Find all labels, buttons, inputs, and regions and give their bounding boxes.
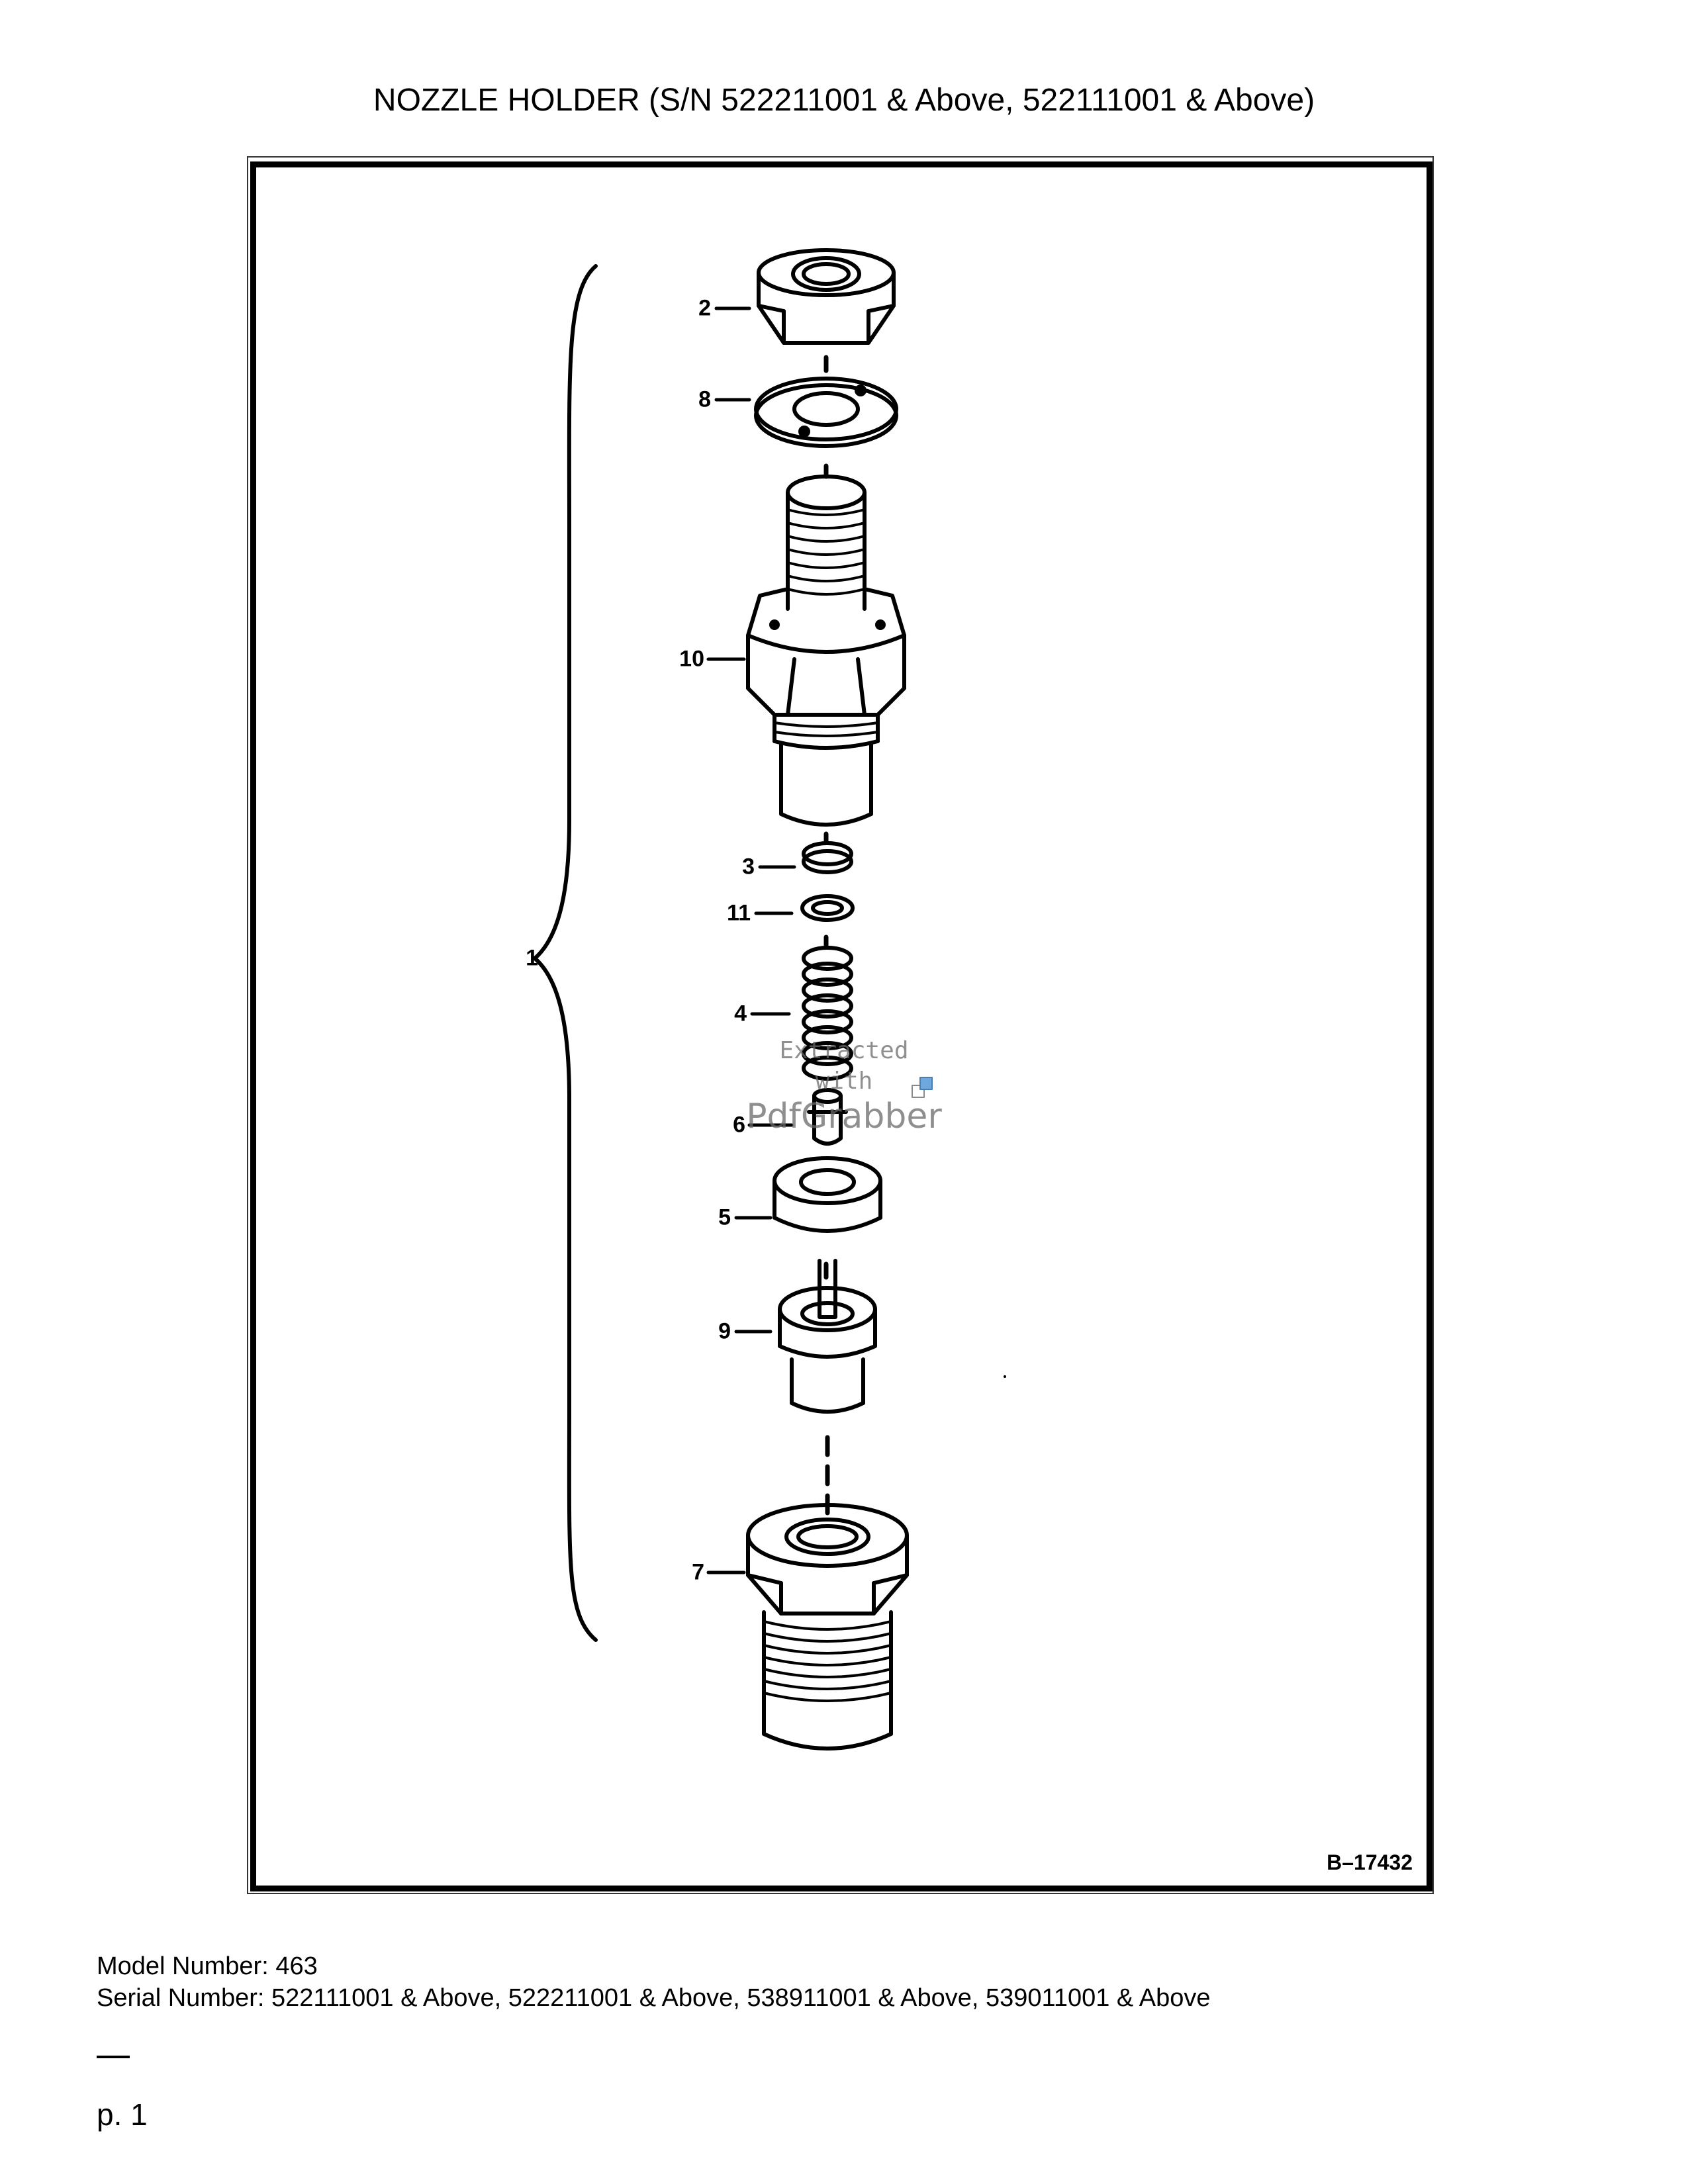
page-title: NOZZLE HOLDER (S/N 522211001 & Above, 52… [373, 83, 1315, 118]
assembly-brace [533, 264, 598, 1642]
drawing-reference: B–17432 [1327, 1850, 1413, 1874]
page-number: p. 1 [97, 2097, 148, 2132]
callout-9: 9 [718, 1318, 731, 1344]
part-spacer [773, 1156, 882, 1233]
watermark: Extracted with PdfGrabber [731, 1036, 957, 1136]
watermark-line-3: PdfGrabber [746, 1097, 942, 1136]
part-nozzle-nut [746, 1503, 909, 1751]
part-spring [802, 946, 853, 1081]
callout-11: 11 [727, 900, 751, 926]
diagram-frame-outer [247, 156, 1434, 1894]
part-hex-nut [757, 248, 896, 345]
stray-dot [1004, 1375, 1006, 1378]
callout-6: 6 [733, 1112, 745, 1138]
watermark-line-2: with [815, 1068, 873, 1095]
part-shim [802, 841, 853, 874]
callout-10: 10 [679, 646, 704, 672]
model-number: Model Number: 463 [97, 1952, 318, 1980]
callout-1: 1 [526, 945, 538, 971]
center-axis [823, 355, 830, 1516]
callout-3: 3 [742, 854, 755, 880]
part-nozzle [778, 1259, 877, 1414]
callout-5: 5 [718, 1205, 731, 1230]
callout-2: 2 [698, 295, 711, 321]
watermark-line-1: Extracted [779, 1037, 909, 1064]
callout-8: 8 [698, 387, 711, 412]
watermark-icon [912, 1077, 933, 1098]
part-pin [807, 1088, 848, 1146]
callout-7: 7 [692, 1559, 704, 1585]
part-nozzle-body [746, 475, 906, 827]
diagram-frame [250, 161, 1432, 1891]
leader-lines [706, 306, 796, 1574]
serial-number: Serial Number: 522111001 & Above, 522211… [97, 1984, 1211, 2012]
footer-divider [97, 2056, 130, 2058]
callout-4: 4 [734, 1001, 747, 1026]
part-ring [800, 894, 855, 922]
part-washer [754, 377, 898, 448]
